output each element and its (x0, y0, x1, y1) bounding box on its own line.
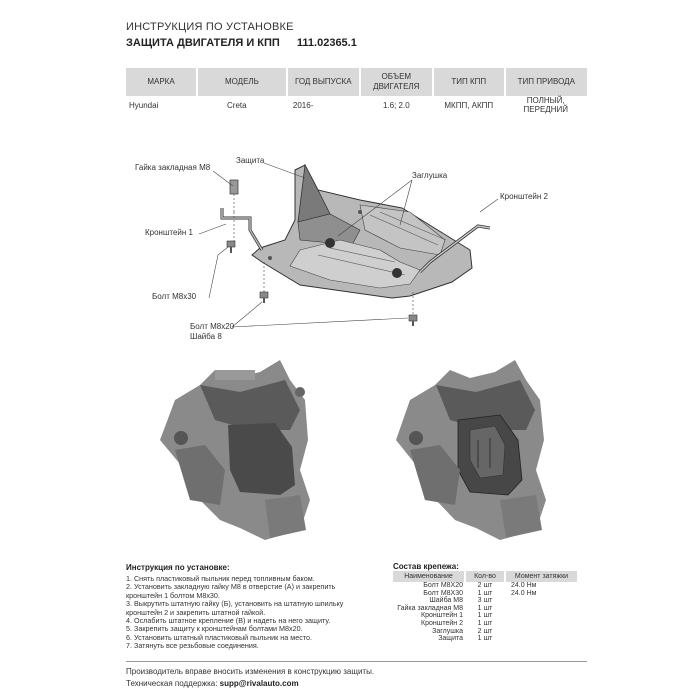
vehicle-spec-table: МАРКА МОДЕЛЬ ГОД ВЫПУСКА ОБЪЕМ ДВИГАТЕЛЯ… (126, 68, 587, 114)
fastener-kit-table: Наименование Кол-во Момент затяжки Болт … (393, 571, 577, 643)
kit-header-row: Наименование Кол-во Момент затяжки (393, 571, 577, 582)
kit-item-qty: 1 шт (477, 635, 493, 643)
instructions-title: Инструкция по установке: (126, 563, 230, 572)
instruction-step: 5. Закрепить защиту к кронштейнам болтам… (126, 624, 303, 634)
bracket-2-drawing (418, 224, 491, 274)
spec-header-gearbox: ТИП КПП (432, 68, 505, 96)
instructions-list: 1. Снять пластиковый пыльник перед топли… (126, 574, 376, 651)
instruction-step: кронштейн 1 болтом М8х30. (126, 590, 220, 600)
article-number: 111.02365.1 (296, 37, 357, 49)
kit-item-torque (505, 620, 577, 628)
support-label: Техническая поддержка: (126, 679, 218, 688)
spec-engine: 1.6; 2.0 (382, 100, 410, 110)
bracket-1-drawing (220, 179, 264, 251)
table-row: Защита 1 шт (393, 635, 577, 643)
instruction-step: кронштейн 2 и закрепить штатной гайкой. (126, 607, 266, 617)
kit-item-name: Шайба М8 (429, 597, 463, 605)
kit-item-torque (505, 597, 577, 605)
instruction-step: 7. Затянуть все резьбовые соединения. (126, 641, 259, 651)
support-email-link[interactable]: supp@rivalauto.com (219, 679, 299, 688)
label-plug: Заглушка (412, 171, 448, 180)
label-washer: Шайба 8 (190, 332, 222, 341)
label-nut: Гайка закладная М8 (135, 163, 211, 172)
label-guard: Защита (236, 156, 265, 165)
kit-item-name: Кронштейн 1 (421, 612, 463, 620)
spec-model: Creta (227, 100, 247, 110)
spec-drive: ПОЛНЫЙ, ПЕРЕДНИЙ (523, 96, 568, 114)
kit-item-qty: 1 шт (477, 612, 493, 620)
kit-item-qty: 1 шт (477, 589, 493, 597)
kit-item-torque: 24.0 Нм (511, 582, 537, 589)
instruction-step: 3. Выкрутить штатную гайку (Б), установи… (126, 599, 344, 609)
table-row: Кронштейн 2 1 шт (393, 620, 577, 628)
manufacturer-note: Производитель вправе вносить изменения в… (126, 667, 375, 676)
spec-year: 2016- (292, 100, 314, 110)
product-title: ЗАЩИТА ДВИГАТЕЛЯ И КПП (126, 37, 280, 49)
spec-header-row: МАРКА МОДЕЛЬ ГОД ВЫПУСКА ОБЪЕМ ДВИГАТЕЛЯ… (126, 68, 587, 96)
spec-header-brand: МАРКА (126, 68, 198, 96)
label-bolt-m8x20: Болт М8х20 (190, 322, 235, 331)
kit-item-qty: 3 шт (477, 597, 493, 605)
table-row: Кронштейн 1 1 шт (393, 612, 577, 620)
spec-data-row: Hyundai Creta 2016- 1.6; 2.0 МКПП, АКПП … (126, 96, 587, 114)
kit-item-torque (505, 635, 577, 643)
instruction-step: 1. Снять пластиковый пыльник перед топли… (126, 574, 315, 583)
kit-item-torque (505, 628, 577, 636)
kit-item-name: Гайка закладная М8 (397, 604, 463, 612)
kit-title: Состав крепежа: (393, 562, 459, 571)
table-row: Болт М8Х20 2 шт 24.0 Нм (393, 582, 577, 590)
document-title: ЗАЩИТА ДВИГАТЕЛЯ И КПП 111.02365.1 (126, 37, 357, 49)
instruction-step: 6. Установить штатный пластиковый пыльни… (126, 632, 312, 642)
footer-divider (126, 661, 587, 662)
spec-header-year: ГОД ВЫПУСКА (285, 68, 360, 96)
kit-item-qty: 2 шт (477, 582, 493, 589)
document-subtitle: ИНСТРУКЦИЯ ПО УСТАНОВКЕ (126, 21, 294, 33)
kit-item-qty: 1 шт (477, 604, 493, 612)
leader-lines (198, 162, 499, 328)
kit-header-qty: Кол-во (464, 571, 505, 582)
instruction-step: 4. Ослабить штатное крепление (В) и наде… (126, 616, 331, 626)
table-row: Гайка закладная М8 1 шт (393, 605, 577, 613)
kit-item-qty: 2 шт (477, 627, 493, 635)
underbody-photo-after (396, 360, 546, 540)
kit-item-torque (505, 605, 577, 613)
spec-brand: Hyundai (129, 100, 159, 110)
support-line: Техническая поддержка: supp@rivalauto.co… (126, 679, 299, 688)
label-bolt-m8x30: Болт М8х30 (152, 292, 197, 301)
kit-item-name: Кронштейн 2 (421, 619, 463, 627)
spec-header-model: МОДЕЛЬ (196, 68, 287, 96)
spec-header-drive: ТИП ПРИВОДА (503, 68, 587, 96)
label-bracket-1: Кронштейн 1 (145, 228, 193, 237)
kit-item-name: Заглушка (432, 627, 463, 635)
kit-header-torque: Момент затяжки (504, 571, 577, 582)
kit-item-qty: 1 шт (477, 619, 493, 627)
spec-header-engine: ОБЪЕМ ДВИГАТЕЛЯ (358, 68, 434, 96)
instruction-step: 2. Установить закладную гайку М8 в отвер… (126, 582, 336, 592)
kit-item-name: Болт М8Х30 (423, 589, 463, 597)
kit-item-name: Защита (438, 635, 463, 643)
kit-header-name: Наименование (393, 571, 465, 582)
table-row: Шайба М8 3 шт (393, 597, 577, 605)
skid-plate-drawing (251, 163, 473, 299)
label-bracket-2: Кронштейн 2 (500, 192, 548, 201)
kit-item-torque: 24.0 Нм (511, 589, 537, 597)
underbody-photo-before (160, 360, 310, 540)
kit-item-torque (505, 612, 577, 620)
table-row: Заглушка 2 шт (393, 628, 577, 636)
spec-gearbox: МКПП, АКПП (444, 100, 494, 110)
kit-item-name: Болт М8Х20 (423, 582, 463, 589)
table-row: Болт М8Х30 1 шт 24.0 Нм (393, 590, 577, 598)
bolt-drawings (226, 240, 418, 326)
